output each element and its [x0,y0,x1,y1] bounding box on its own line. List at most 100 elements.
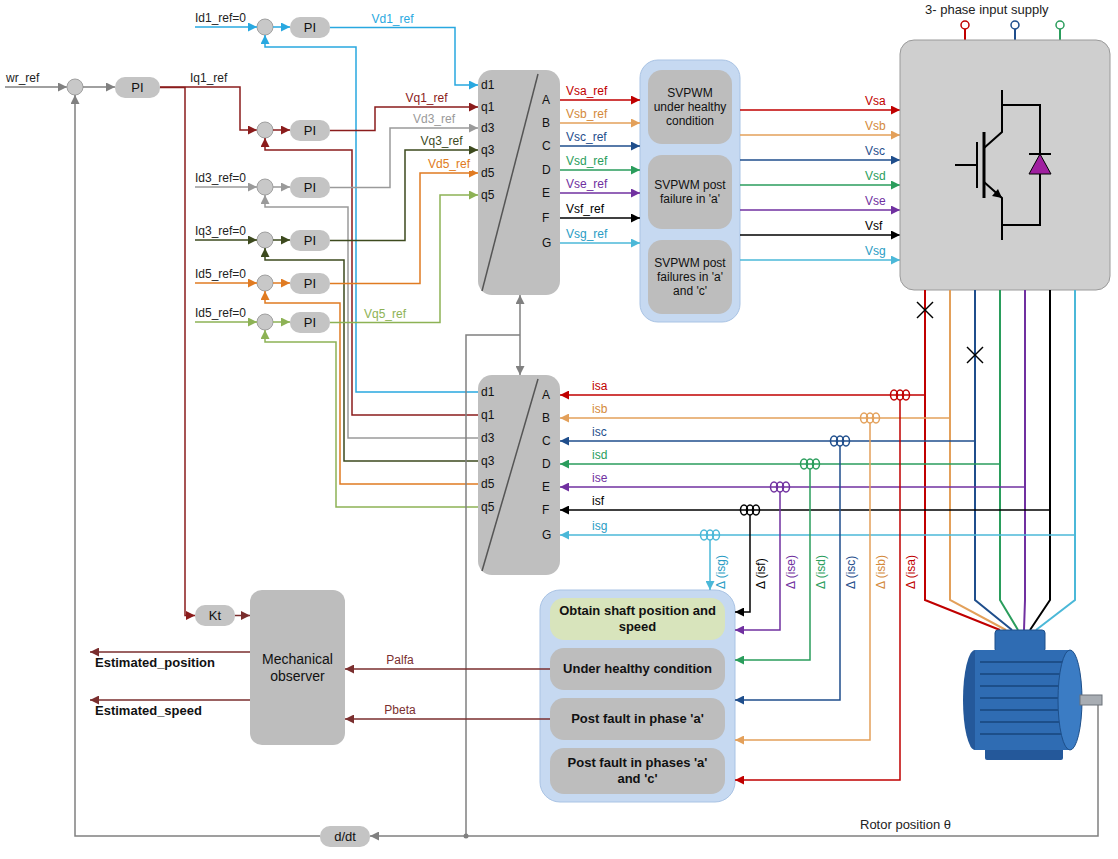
signal-label: Vsa_ref [566,84,607,98]
signal-label: isc [592,425,607,439]
signal-label: Δ (isa) [904,555,918,589]
igbt-symbol [983,132,986,198]
wire [740,109,900,111]
pi-controller: PI [290,273,330,294]
current-wire [560,417,950,419]
wire [273,26,290,28]
wire [560,169,640,171]
node-text: Post fault in phase 'a' [571,711,704,727]
signal-label: Vsg [865,244,886,258]
signal-label: Id5_ref=0 [195,306,246,320]
signal-label: Estimated_speed [95,704,202,718]
wire [273,282,290,284]
wire [740,259,900,261]
summing-junction [257,275,273,291]
node-text: PI [304,276,316,291]
signal-label: Vsf [865,219,882,233]
phase-wire [1000,290,1018,630]
signal-label: isa [592,379,607,393]
signal-label: isd [592,448,607,462]
node-text: q5 [481,500,494,514]
current-sensor [783,482,790,492]
node-text: C [542,434,551,448]
signal-label: Id1_ref=0 [195,11,246,25]
node-text: q3 [481,454,494,468]
feedback-wire [265,195,478,438]
connector [235,615,250,617]
wire [195,26,257,28]
estimator-band [540,590,735,802]
pi-controller: PI [290,230,330,251]
wire [740,234,900,236]
delta-wire [735,446,840,700]
diode-symbol [1029,153,1051,155]
signal-label: Vsg_ref [566,227,607,241]
node-text: PI [304,123,316,138]
fault-mark [917,302,933,318]
current-wire [560,440,975,442]
node-text: D [542,163,551,177]
phase-wire [1030,290,1050,630]
phase-wire [950,290,1006,630]
motor-fin [980,721,1066,723]
feedback-wire [265,138,478,415]
wire [273,321,290,323]
phase-wire [1036,290,1075,630]
signal-label: Vq1_ref [403,91,449,105]
wire [83,86,115,88]
wire [5,86,67,88]
phase-wire [1024,290,1025,630]
delta-wire [735,423,870,740]
node-text: G [542,236,551,250]
connector [160,88,195,616]
wire [740,134,900,136]
igbt-symbol [992,189,1002,198]
wire [740,209,900,211]
node-text: d3 [481,431,494,445]
connector [330,28,478,86]
node-text: E [542,186,550,200]
summing-junction [67,79,83,95]
motor-fin [980,661,1066,663]
connector [330,128,478,188]
fault-mark [917,302,933,318]
wire [195,282,257,284]
node-text: Kt [209,608,221,623]
signal-label: Vsd_ref [566,154,607,168]
node-text: q1 [481,408,494,422]
signal-label: Δ (ise) [784,555,798,589]
signal-label: Vsa [865,94,886,108]
current-sensor [713,530,720,540]
node-text: q5 [481,188,494,202]
current-sensor [753,505,760,515]
pi-controller: PI [290,312,330,333]
transform-slash [482,379,538,571]
wire [195,239,257,241]
signal-label: Vd5_ref [426,157,472,171]
current-sensor [813,459,820,469]
motor-fin [980,673,1066,675]
svpwm-block: SVPWM post failure in 'a' [648,155,732,229]
wire [740,159,900,161]
wire [273,129,290,131]
wire [273,186,290,188]
signal-label: isb [592,402,607,416]
supply-terminal [1011,21,1019,29]
delta-wire [735,515,750,612]
signal-label: Vsb_ref [566,107,607,121]
wire [560,99,640,101]
node-text: G [542,528,551,542]
diode-symbol [1029,154,1051,174]
node-text: B [542,411,550,425]
node-text: PI [304,233,316,248]
signal-label: Δ (isf) [754,558,768,589]
node-text: Under healthy condition [563,661,712,677]
signal-label: isg [592,519,607,533]
wire [90,699,250,701]
wire [964,29,966,40]
motor-fin [980,685,1066,687]
summing-junction [257,179,273,195]
delta-wire [735,469,810,660]
summing-junction [257,314,273,330]
igbt-symbol [976,142,978,188]
